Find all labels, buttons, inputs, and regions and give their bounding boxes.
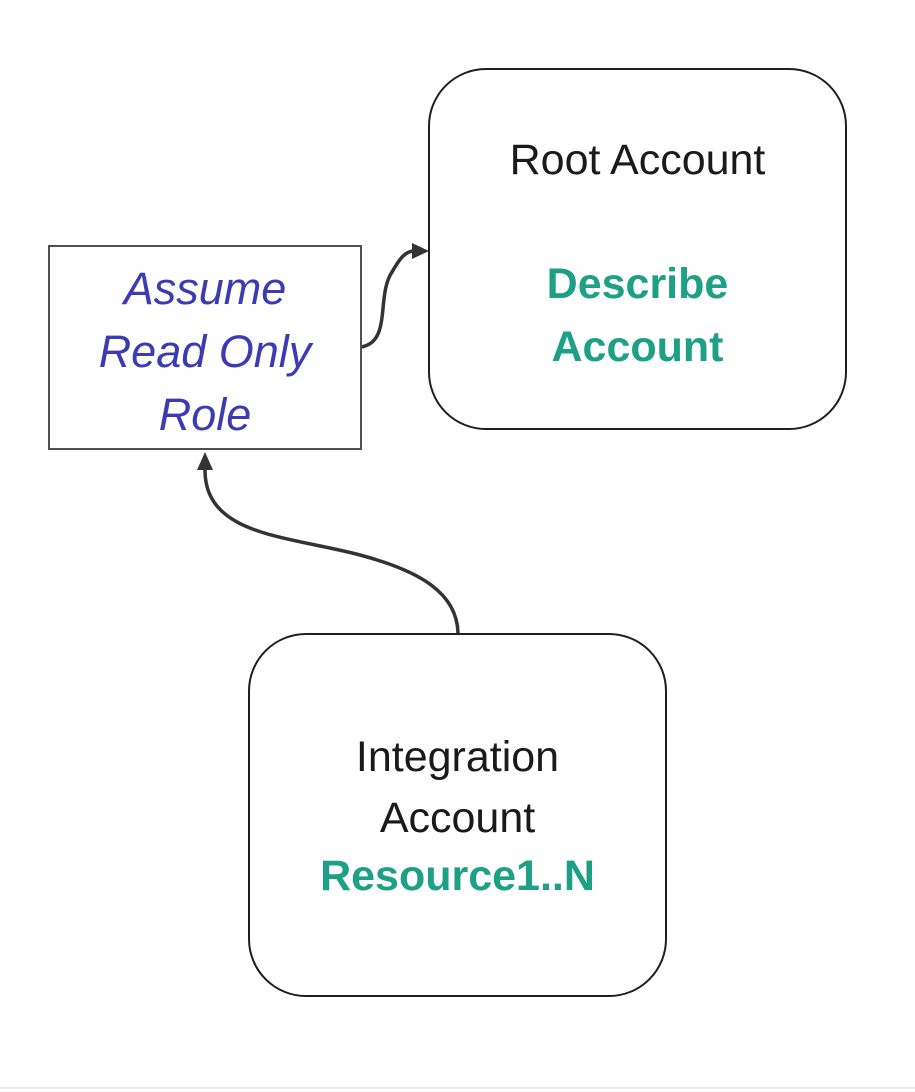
node-integration-account: Integration Account Resource1..N	[248, 633, 667, 997]
node-assume-read-only-role: Assume Read Only Role	[48, 245, 362, 450]
page-bottom-divider	[0, 1087, 915, 1089]
edge-integration-to-assume	[197, 452, 460, 635]
node-root-account: Root Account Describe Account	[428, 68, 847, 430]
arrowhead-up-icon	[197, 452, 213, 470]
root-account-title: Root Account	[509, 136, 766, 184]
integration-account-action: Resource1..N	[320, 852, 595, 900]
assume-role-label: Assume Read Only Role	[98, 263, 312, 440]
arrowhead-right-icon	[412, 243, 429, 259]
root-account-action: Describe Account	[546, 260, 729, 371]
edge-assume-to-root	[359, 243, 429, 349]
integration-account-title: Integration Account	[355, 733, 560, 842]
